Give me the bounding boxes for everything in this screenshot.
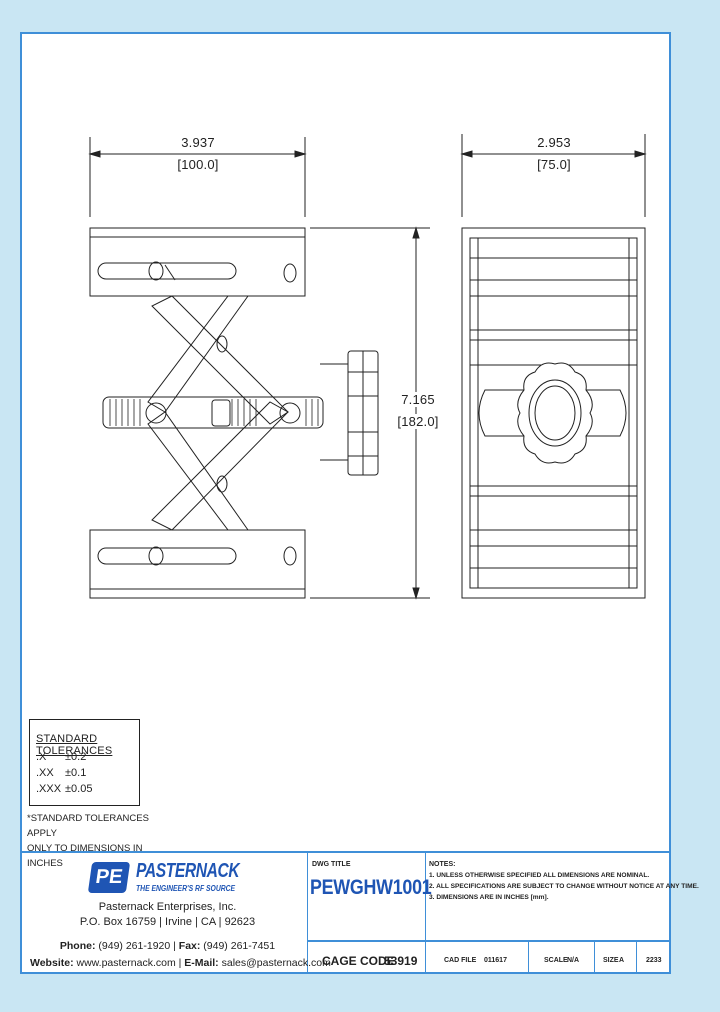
fax-number: (949) 261-7451: [203, 940, 276, 952]
tolerance-row: .XXX ±0.05: [36, 783, 92, 795]
size-value: A: [619, 957, 625, 964]
fax-label: Fax:: [178, 940, 201, 952]
scale-label: SCALE: [544, 957, 568, 964]
height-dimension-inches: 7.165: [396, 392, 440, 407]
sheet-number: 2233: [646, 957, 662, 964]
cage-code-label: CAGE CODE: [322, 954, 395, 968]
note-item: 1. UNLESS OTHERWISE SPECIFIED ALL DIMENS…: [429, 872, 650, 879]
drawing-sheet: [20, 32, 671, 974]
title-block-divider: [307, 940, 669, 942]
company-phone-fax: Phone: (949) 261-1920 | Fax: (949) 261-7…: [59, 940, 276, 952]
email-link[interactable]: sales@pasternack.com: [221, 957, 331, 969]
note-item: 3. DIMENSIONS ARE IN INCHES [mm].: [429, 894, 549, 901]
company-name: Pasternack Enterprises, Inc.: [98, 901, 237, 913]
title-block-divider: [594, 940, 595, 972]
title-block-divider: [425, 940, 426, 972]
scale-value: N/A: [567, 957, 580, 964]
tolerance-value: ±0.2: [65, 751, 87, 763]
cage-code-value: 53919: [384, 954, 418, 968]
tolerance-table: STANDARD TOLERANCES .X ±0.2 .XX ±0.1 .XX…: [29, 719, 140, 806]
width-dimension-mm: [100.0]: [177, 157, 219, 172]
tolerance-row: .XX ±0.1: [36, 767, 86, 779]
width-dimension-inches: 3.937: [181, 135, 215, 150]
company-address: P.O. Box 16759 | Irvine | CA | 92623: [79, 916, 256, 928]
part-number: PEWGHW1001: [310, 876, 432, 899]
title-block-divider: [425, 851, 426, 941]
website-label: Website:: [30, 957, 74, 969]
title-block-divider: [636, 940, 637, 972]
company-logo-mark: PE: [87, 862, 131, 893]
company-logo-tagline: THE ENGINEER'S RF SOURCE: [136, 884, 236, 893]
tolerance-place: .XXX: [36, 783, 62, 795]
phone-label: Phone:: [59, 940, 96, 952]
title-block-divider: [528, 940, 529, 972]
notes-label: NOTES:: [429, 861, 456, 868]
company-logo-name: PASTERNACK: [136, 860, 240, 882]
cad-file-value: 011617: [484, 957, 507, 964]
dwg-title-label: DWG TITLE: [312, 861, 351, 868]
cad-file-label: CAD FILE: [444, 957, 477, 964]
tolerance-place: .XX: [36, 767, 54, 779]
company-web-email: Website: www.pasternack.com | E-Mail: sa…: [30, 957, 331, 969]
depth-dimension-mm: [75.0]: [537, 157, 571, 172]
title-block-divider: [307, 851, 308, 972]
tolerance-note-line: *STANDARD TOLERANCES APPLY: [27, 813, 149, 839]
title-block-top-border: [22, 851, 669, 853]
tolerance-place: .X: [36, 751, 47, 763]
tolerance-title: STANDARD TOLERANCES: [36, 733, 113, 757]
tolerance-value: ±0.05: [65, 783, 93, 795]
tolerance-note-line: ONLY TO DIMENSIONS IN INCHES: [27, 843, 143, 869]
tolerance-value: ±0.1: [65, 767, 87, 779]
depth-dimension-inches: 2.953: [537, 135, 571, 150]
phone-number[interactable]: (949) 261-1920: [98, 940, 171, 952]
height-dimension-mm: [182.0]: [396, 414, 440, 429]
website-link[interactable]: www.pasternack.com: [76, 957, 176, 969]
tolerance-note: *STANDARD TOLERANCES APPLY ONLY TO DIMEN…: [27, 811, 157, 871]
tolerance-row: .X ±0.2: [36, 751, 86, 763]
size-label: SIZE: [603, 957, 619, 964]
note-item: 2. ALL SPECIFICATIONS ARE SUBJECT TO CHA…: [429, 883, 699, 890]
email-label: E-Mail:: [184, 957, 219, 969]
